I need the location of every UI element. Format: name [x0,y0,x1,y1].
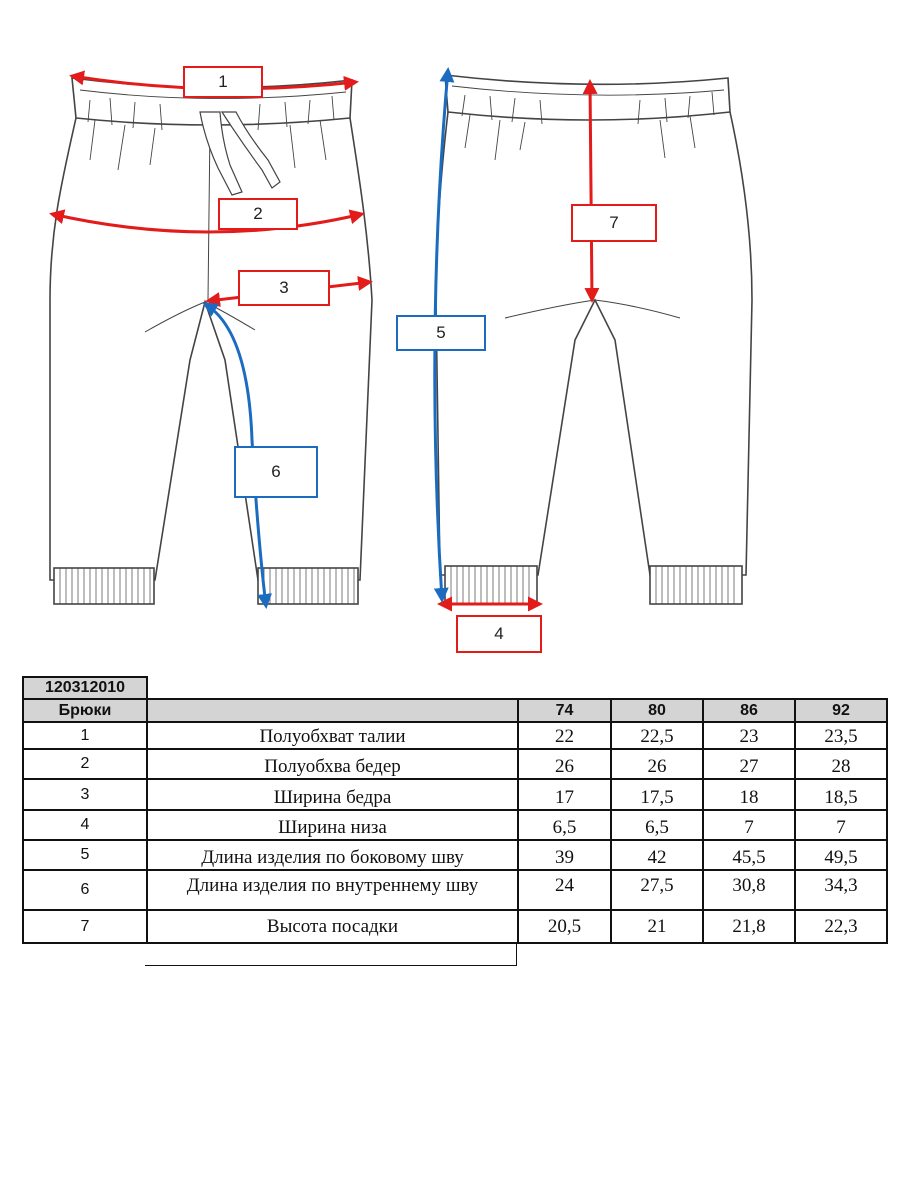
arrow-7 [582,79,600,303]
measurement-value: 49,5 [794,839,888,871]
table-row: 6 Длина изделия по внутреннему шву 24 27… [22,869,888,911]
measurement-value: 23 [702,721,796,750]
measurement-value: 30,8 [702,869,796,911]
front-right-cuff [257,567,359,605]
back-waistband [444,74,731,121]
measurement-name: Длина изделия по боковому шву [146,839,519,871]
size-header: 80 [610,698,704,723]
table-row: 7 Высота посадки 20,5 21 21,8 22,3 [22,909,888,944]
pants-diagram [49,67,753,612]
callout-3: 3 [238,270,330,306]
measurement-name: Высота посадки [146,909,519,944]
front-view [49,77,373,605]
table-row: 4 Ширина низа 6,5 6,5 7 7 [22,809,888,841]
callout-2: 2 [218,198,298,230]
measurement-value: 18,5 [794,778,888,811]
measurement-value: 23,5 [794,721,888,750]
size-header: 74 [517,698,612,723]
arrow-6 [202,302,273,609]
measurement-value: 22,3 [794,909,888,944]
measurement-name: Полуобхват талии [146,721,519,750]
size-table: 120312010 Брюки 74 80 86 92 1 Полуобхват… [22,676,888,944]
measurement-value: 22,5 [610,721,704,750]
header-blank [146,698,519,723]
front-left-cuff [53,567,155,605]
size-header: 86 [702,698,796,723]
callout-7: 7 [571,204,657,242]
measurement-value: 27 [702,748,796,780]
measurement-value: 39 [517,839,612,871]
measurement-value: 7 [702,809,796,841]
callout-1: 1 [183,66,263,98]
measurement-value: 42 [610,839,704,871]
measurement-value: 18 [702,778,796,811]
callout-6: 6 [234,446,318,498]
measurement-value: 17,5 [610,778,704,811]
row-number: 2 [22,748,148,780]
row-number: 5 [22,839,148,871]
product-name: Брюки [22,698,148,723]
table-row: 1 Полуобхват талии 22 22,5 23 23,5 [22,721,888,750]
product-code: 120312010 [22,676,148,700]
measurement-value: 45,5 [702,839,796,871]
callout-4: 4 [456,615,542,653]
measurement-value: 21 [610,909,704,944]
row-number: 7 [22,909,148,944]
measurement-name: Ширина низа [146,809,519,841]
measurement-value: 27,5 [610,869,704,911]
callout-5: 5 [396,315,486,351]
measurement-value: 24 [517,869,612,911]
measurement-value: 6,5 [517,809,612,841]
back-right-cuff [649,565,743,605]
measurement-name: Полуобхва бедер [146,748,519,780]
measurement-value: 22 [517,721,612,750]
measurement-value: 26 [517,748,612,780]
row-number: 4 [22,809,148,841]
row-number: 1 [22,721,148,750]
measurement-arrows [49,67,600,612]
front-outline [49,117,373,581]
arrow-2 [49,209,365,234]
measurement-name: Ширина бедра [146,778,519,811]
measurement-value: 26 [610,748,704,780]
measurement-value: 34,3 [794,869,888,911]
measurement-value: 21,8 [702,909,796,944]
size-header: 92 [794,698,888,723]
measurement-value: 17 [517,778,612,811]
drawstring [199,111,281,196]
measurement-value: 7 [794,809,888,841]
row-number: 3 [22,778,148,811]
table-row: 3 Ширина бедра 17 17,5 18 18,5 [22,778,888,811]
table-row: 2 Полуобхва бедер 26 26 27 28 [22,748,888,780]
measurement-value: 20,5 [517,909,612,944]
row-number: 6 [22,869,148,911]
table-underline [145,943,517,966]
table-row: 5 Длина изделия по боковому шву 39 42 45… [22,839,888,871]
measurement-value: 6,5 [610,809,704,841]
measurement-value: 28 [794,748,888,780]
measurement-name: Длина изделия по внутреннему шву [146,869,519,911]
